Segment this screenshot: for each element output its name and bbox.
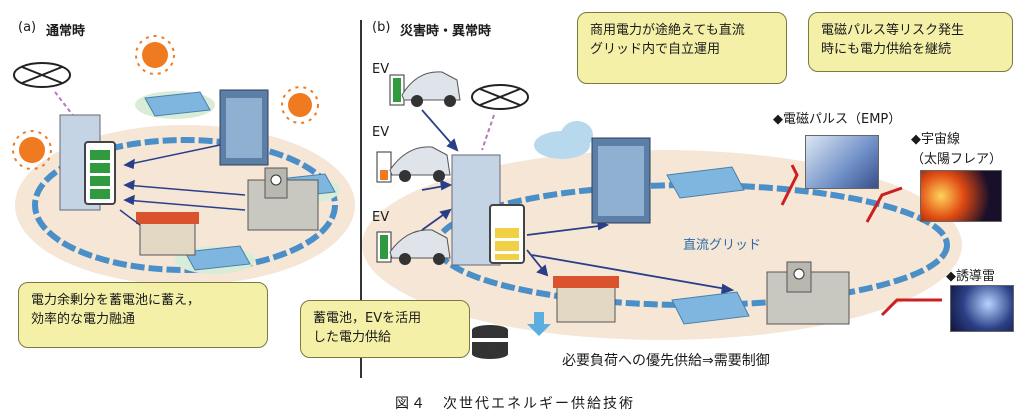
sun-icon [281, 86, 319, 124]
solar-flare-image [920, 170, 1002, 222]
school-building-icon [766, 261, 850, 325]
sun-icon [12, 130, 52, 170]
callout-line: 効率的な電力融通 [31, 312, 136, 327]
office-building-icon [591, 137, 651, 224]
priority-supply-text: 必要負荷への優先供給⇒需要制御 [562, 353, 770, 369]
power-flow-arrows [421, 109, 735, 295]
emp-image [805, 135, 879, 189]
ev-car-icon [389, 71, 461, 107]
solar-panel-icon [666, 166, 745, 199]
risk-arrows [780, 164, 942, 317]
lightning-image [950, 285, 1014, 332]
battery-building-icon [59, 114, 116, 211]
panel-b-illustration [362, 71, 962, 359]
school-building-icon [247, 167, 319, 231]
cloud-icon [534, 121, 593, 159]
power-flow-arrows [119, 144, 246, 226]
storage-icon [472, 325, 508, 359]
callout-line: 商用電力が途絶えても直流 [590, 23, 745, 38]
dashed-arrow [54, 91, 76, 119]
callout-surplus-storage: 電力余剰分を蓄電池に蓄え， 効率的な電力融通 [18, 282, 268, 348]
shop-icon [553, 276, 619, 323]
panel-a-title: 通常時 [46, 24, 86, 39]
battery-building-icon [451, 154, 525, 266]
risk-lightning-label: ◆誘導雷 [946, 269, 995, 284]
ev-car-icon [376, 229, 451, 265]
ev-label: EV [372, 62, 390, 77]
callout-line: グリッド内で自立運用 [590, 42, 721, 57]
figure-caption: 図４ 次世代エネルギー供給技術 [395, 396, 635, 412]
disconnected-grid-icon [13, 62, 71, 88]
callout-line: した電力供給 [313, 330, 392, 345]
ev-label: EV [372, 125, 390, 140]
panel-a-illustration [12, 35, 355, 285]
callout-line: 電力余剰分を蓄電池に蓄え， [31, 293, 201, 308]
ev-car-icon [376, 146, 451, 183]
panel-a-label: (a) [18, 20, 37, 35]
dashed-arrow [481, 114, 495, 151]
callout-line: 蓄電池，EVを活用 [313, 311, 422, 326]
risk-cosmic-sub: （太陽フレア） [911, 152, 1003, 167]
risk-emp-label: ◆電磁パルス（EMP） [773, 112, 902, 127]
solar-panel-icon [671, 291, 750, 325]
sun-icon [135, 35, 175, 75]
dc-grid-label: 直流グリッド [683, 238, 762, 253]
shop-icon [136, 212, 199, 256]
panel-divider [360, 20, 362, 378]
office-building-icon [219, 89, 269, 166]
disconnected-grid-icon [471, 84, 529, 110]
callout-battery-ev: 蓄電池，EVを活用 した電力供給 [300, 300, 470, 358]
callout-risk-continuity: 電磁パルス等リスク発生 時にも電力供給を継続 [808, 12, 1013, 72]
callout-line: 電磁パルス等リスク発生 [821, 23, 965, 38]
ev-label: EV [372, 210, 390, 225]
down-arrow-icon [527, 312, 551, 336]
dc-grid-ring [32, 137, 338, 273]
panel-b-label: (b) [372, 20, 391, 35]
risk-cosmic-label: ◆宇宙線 [911, 132, 960, 147]
panel-b-title: 災害時・異常時 [400, 24, 492, 39]
callout-line: 時にも電力供給を継続 [821, 42, 952, 57]
callout-autonomous-grid: 商用電力が途絶えても直流 グリッド内で自立運用 [577, 12, 787, 84]
solar-panel-icon [135, 91, 215, 119]
